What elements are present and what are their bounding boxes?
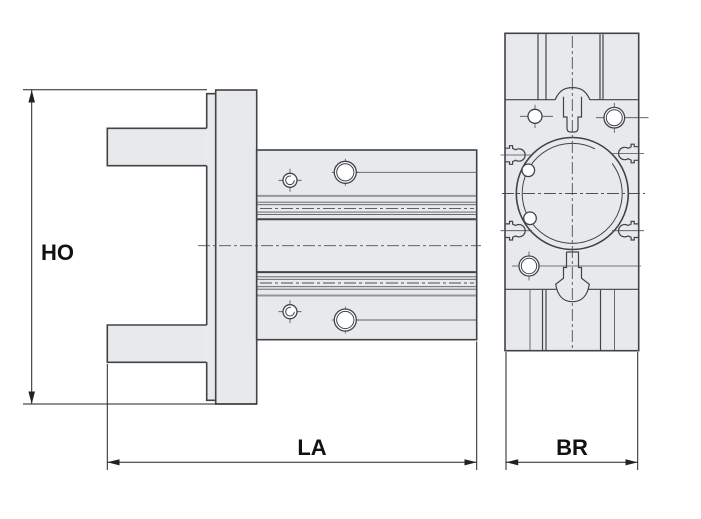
bore-hole-small-lower — [523, 211, 537, 226]
sensor-groove-lower — [257, 271, 476, 297]
finger-edge-lines-top — [537, 34, 604, 100]
mounting-flange — [214, 89, 258, 405]
dimension-label-width: BR — [556, 435, 588, 460]
bore-hole-small-upper — [521, 163, 536, 178]
side-view — [106, 89, 481, 405]
sensor-slot-right-upper — [612, 143, 644, 164]
port-hole-large-bottom — [331, 306, 359, 334]
port-hole-top-right — [596, 102, 649, 133]
sensor-slot-left-upper — [500, 145, 532, 165]
flange-boss — [206, 93, 216, 401]
sensor-groove-upper — [257, 194, 476, 221]
mounting-hole-small-bottom — [278, 300, 302, 324]
dimension-la: LA — [106, 341, 478, 470]
bore-inner-ring — [521, 142, 623, 244]
sensor-slot-right-lower — [612, 220, 644, 241]
dimension-label-length: LA — [297, 435, 326, 460]
dimension-ho: HO — [23, 89, 257, 405]
arrow-left-icon — [107, 459, 120, 466]
front-view — [500, 32, 649, 352]
gripper-finger-upper — [106, 127, 207, 167]
dimension-br: BR — [505, 352, 639, 470]
sensor-slot-left-lower — [500, 220, 532, 241]
screw-hole-top-left — [520, 104, 553, 128]
mounting-hole-small-top — [278, 168, 302, 192]
dimension-label-height: HO — [41, 240, 74, 265]
arrow-down-icon — [28, 391, 35, 404]
arrow-right-icon — [625, 459, 638, 466]
arrow-right-icon — [464, 459, 477, 466]
finger-guide-slot-bottom — [555, 251, 590, 303]
finger-edge-lines-bottom — [529, 290, 615, 350]
arrow-left-icon — [506, 459, 519, 466]
gripper-finger-lower — [106, 324, 207, 364]
arrow-up-icon — [28, 90, 35, 103]
port-hole-bottom-left — [512, 251, 641, 281]
port-hole-large-top — [331, 158, 359, 186]
